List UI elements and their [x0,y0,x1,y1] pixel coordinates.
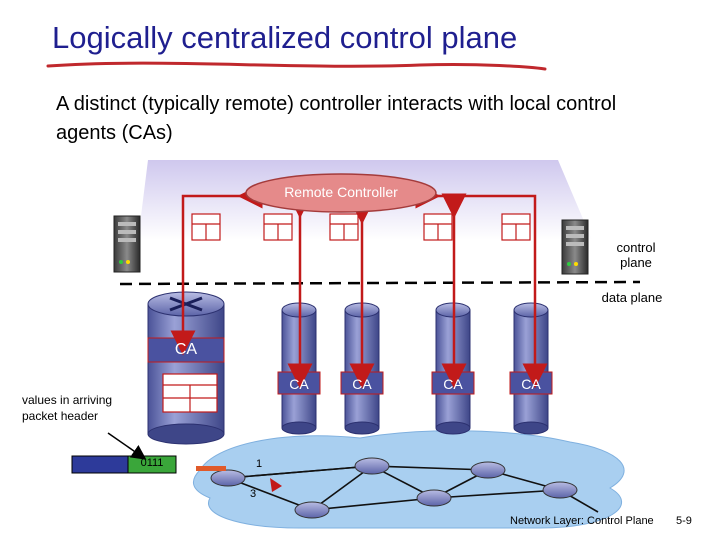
slide-subtitle: A distinct (typically remote) controller… [56,93,617,144]
header-pointer [107,432,147,460]
big-ca-label: CA [174,341,198,358]
title-underline [46,61,547,71]
data-plane-label: data plane [601,290,663,305]
packet-port [196,466,226,471]
packet-header [127,455,177,474]
controller-table-3 [329,213,359,241]
remote-controller-ellipse [245,173,437,213]
controller-table-2 [263,213,293,241]
header-note: values in arriving packet header [22,393,113,423]
ca-label-4: CA [521,376,541,392]
controller-server-left-icon [113,215,141,273]
local-flow-table [162,373,218,413]
arrow-controller-ca-0 [170,183,263,356]
page-number: 5-9 [676,515,692,527]
port-3-label: 3 [250,488,257,500]
slide-title: Logically centralized control plane [52,20,518,55]
network-cloud [192,430,625,529]
local-router-cylinder [147,291,225,445]
controller-table-5 [501,213,531,241]
footer-text: Network Layer: Control Plane [510,515,654,527]
controller-table-1 [191,213,221,241]
ca-label-3: CA [443,376,463,392]
port-1-label: 1 [256,458,263,470]
network-router-icon [210,457,578,519]
remote-controller-label: Remote Controller [284,184,398,200]
ca-label-1: CA [289,376,309,392]
port-3-marker [270,478,282,492]
router-cylinder-4 [513,302,549,435]
ca-label-2: CA [352,376,372,392]
controller-table-4 [423,213,453,241]
packet-header-value: 0111 [140,457,164,469]
plane-separator [119,280,641,286]
arrow-controller-ca-4 [415,183,548,389]
controller-server-right-icon [561,219,589,275]
control-plane-label: control plane [616,240,656,270]
